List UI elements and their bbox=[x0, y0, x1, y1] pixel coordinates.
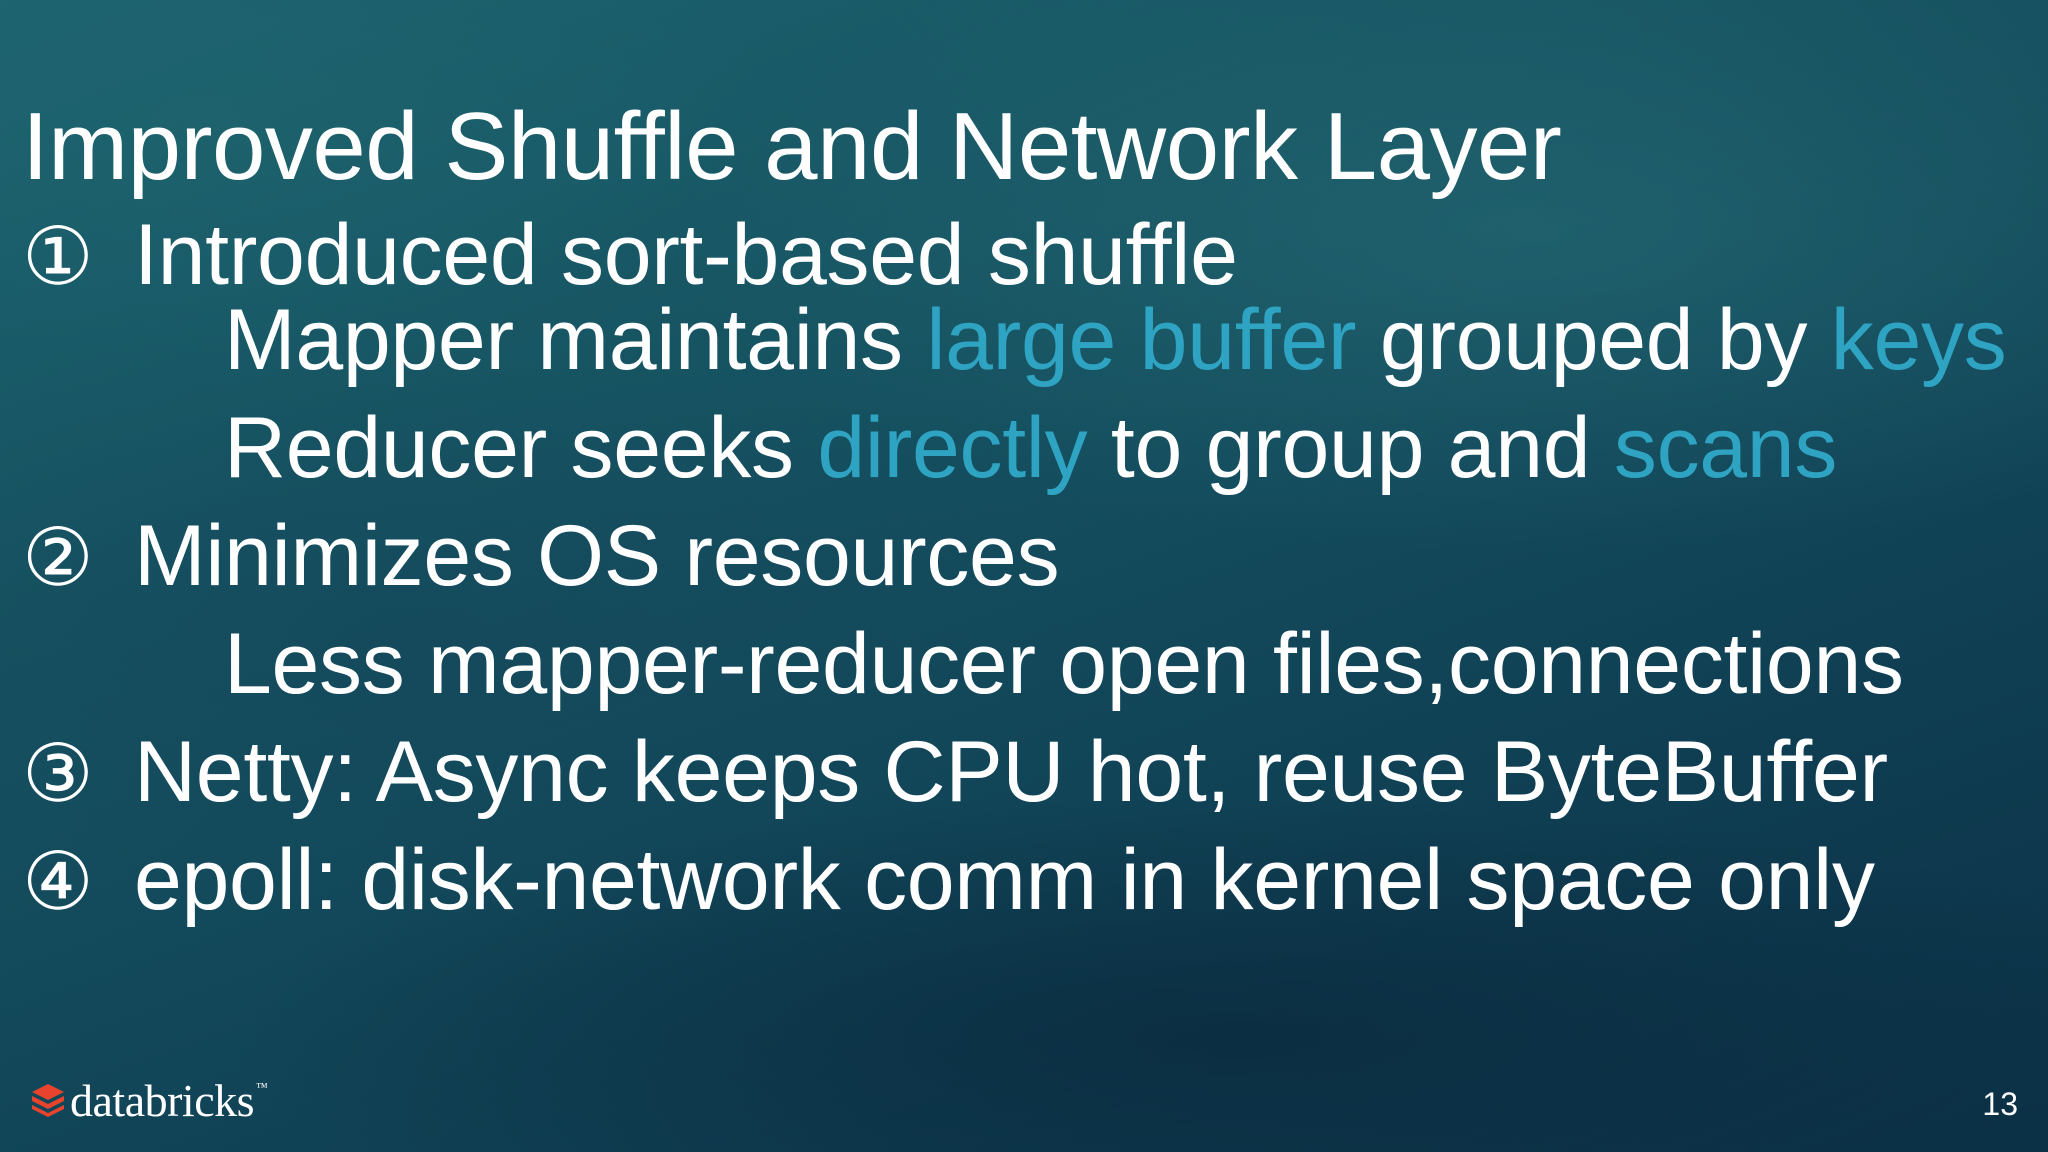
page-number: 13 bbox=[1982, 1086, 2018, 1122]
bullet-3-marker: ③ bbox=[22, 727, 94, 820]
bullet-1-marker: ① bbox=[22, 210, 94, 303]
bullet-2-marker: ② bbox=[22, 511, 94, 604]
logo-wordmark: databricks bbox=[70, 1074, 255, 1126]
sub-bullet-mapper-text-1: Mapper maintains bbox=[224, 292, 927, 388]
bullet-2-text: Minimizes OS resources bbox=[134, 508, 1060, 604]
sub-bullet-mapper-highlight-2: keys bbox=[1830, 292, 2007, 388]
sub-bullet-mapper: Mapper maintains large buffer grouped by… bbox=[224, 290, 2007, 390]
sub-bullet-reducer-highlight-1: directly bbox=[817, 400, 1088, 496]
bullet-1-text: Introduced sort-based shuffle bbox=[134, 207, 1238, 303]
databricks-logo-icon bbox=[30, 1082, 66, 1118]
bullet-2: ② Minimizes OS resources bbox=[22, 506, 1060, 608]
bullet-3: ③ Netty: Async keeps CPU hot, reuse ByteB… bbox=[22, 722, 1888, 824]
bullet-3-text: Netty: Async keeps CPU hot, reuse ByteBu… bbox=[134, 724, 1888, 820]
bullet-4-marker: ④ bbox=[22, 835, 94, 928]
sub-bullet-less-mapper: Less mapper-reducer open files,connectio… bbox=[224, 616, 1904, 712]
bullet-4: ④ epoll: disk-network comm in kernel spac… bbox=[22, 830, 1875, 932]
bullet-1: ① Introduced sort-based shuffle bbox=[22, 205, 1238, 307]
sub-bullet-reducer-text-2: to group and bbox=[1087, 400, 1614, 496]
sub-bullet-reducer-highlight-2: scans bbox=[1613, 400, 1838, 496]
sub-bullet-mapper-text-2: grouped by bbox=[1356, 292, 1831, 388]
sub-bullet-reducer: Reducer seeks directly to group and scan… bbox=[224, 398, 1837, 498]
sub-bullet-mapper-highlight-1: large buffer bbox=[926, 292, 1357, 388]
logo-trademark: ™ bbox=[256, 1079, 268, 1094]
slide-title: Improved Shuffle and Network Layer bbox=[22, 93, 1562, 200]
sub-bullet-reducer-text-1: Reducer seeks bbox=[224, 400, 818, 496]
bullet-4-text: epoll: disk-network comm in kernel space… bbox=[134, 832, 1875, 928]
